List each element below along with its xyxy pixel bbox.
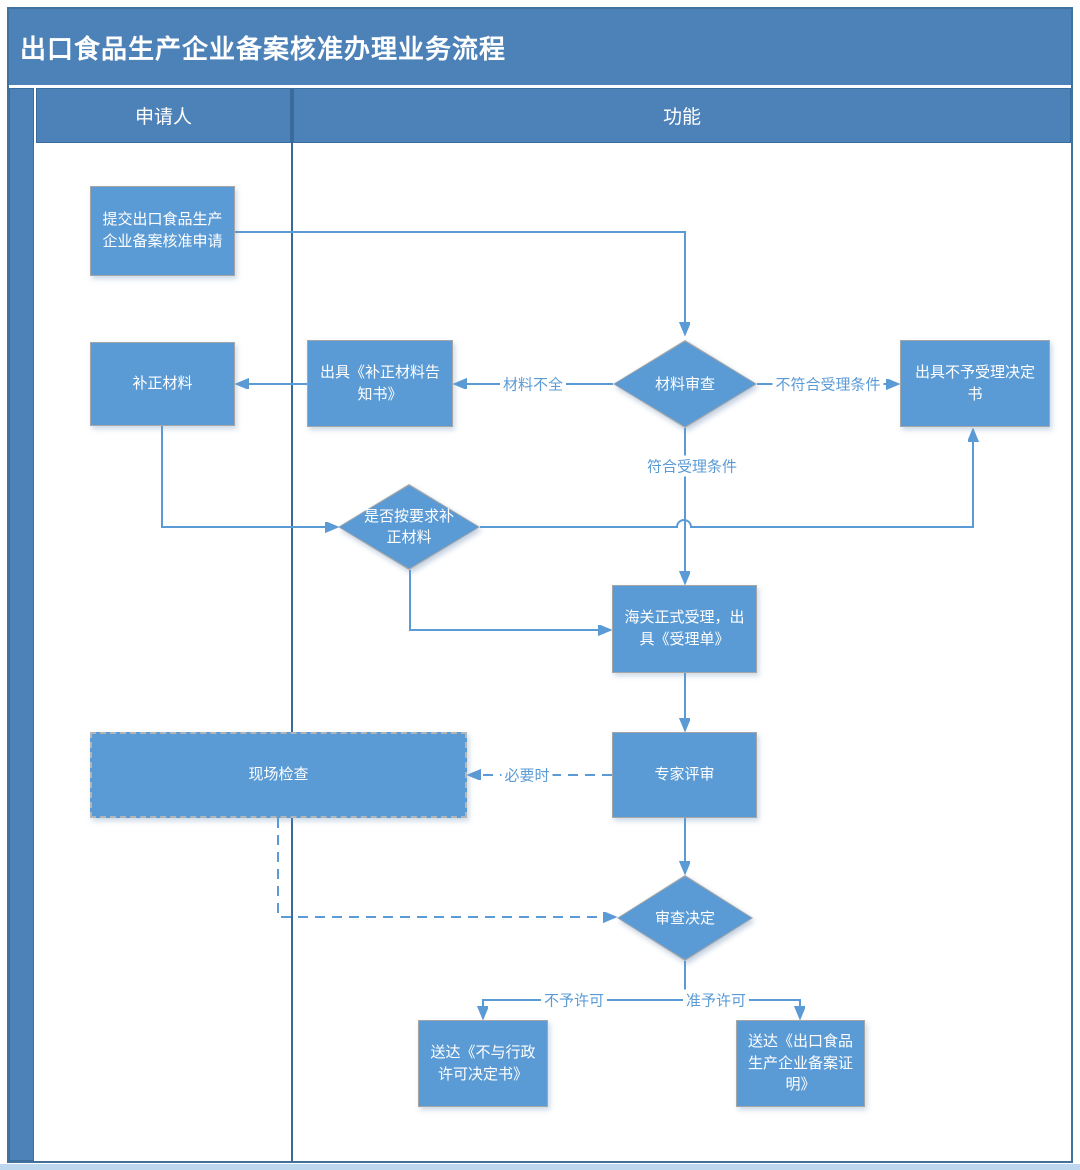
edge-label-not-permitted: 不予许可 bbox=[540, 989, 608, 1011]
node-formal-acceptance-label: 海关正式受理，出具《受理单》 bbox=[624, 609, 745, 648]
lane-divider bbox=[291, 88, 293, 1161]
decision-material-review-label: 材料审查 bbox=[654, 375, 715, 393]
connector-supplement-to-check bbox=[161, 426, 336, 527]
node-deliver-certificate-label: 送达《出口食品生产企业备案证明》 bbox=[747, 1032, 853, 1094]
edge-label-meet-acceptance: 符合受理条件 bbox=[643, 455, 741, 477]
node-expert-review-label: 专家评审 bbox=[654, 766, 715, 784]
edge-label-material-incomplete: 材料不全 bbox=[499, 373, 567, 395]
edge-label-not-meet-acceptance: 不符合受理条件 bbox=[772, 373, 884, 395]
node-deliver-denial-label: 送达《不与行政许可决定书》 bbox=[430, 1043, 536, 1083]
node-formal-acceptance: 海关正式受理，出具《受理单》 bbox=[612, 585, 757, 673]
connector-check-to-acceptance bbox=[409, 570, 609, 630]
diagram-title: 出口食品生产企业备案核准办理业务流程 bbox=[20, 33, 507, 64]
connector-submit-to-material-review bbox=[235, 231, 685, 333]
node-submit-application-label: 提交出口食品生产企业备案核准申请 bbox=[102, 211, 223, 250]
phase-strip bbox=[9, 88, 34, 1161]
decision-review-decision-label: 审查决定 bbox=[654, 909, 715, 927]
lane-header-function: 功能 bbox=[293, 88, 1071, 143]
node-issue-rejection-decision-label: 出具不予受理决定书 bbox=[914, 363, 1035, 403]
node-supplement-material-label: 补正材料 bbox=[132, 375, 193, 393]
edge-label-permitted: 准予许可 bbox=[682, 989, 750, 1011]
node-issue-supplement-notice: 出具《补正材料告知书》 bbox=[307, 340, 453, 427]
node-site-inspection-label: 现场检查 bbox=[248, 766, 309, 784]
node-submit-application: 提交出口食品生产企业备案核准申请 bbox=[90, 186, 235, 276]
node-issue-supplement-notice-label: 出具《补正材料告知书》 bbox=[319, 363, 440, 403]
bottom-strip bbox=[0, 1164, 1080, 1170]
connector-check-to-rejection bbox=[480, 431, 973, 528]
node-deliver-certificate: 送达《出口食品生产企业备案证明》 bbox=[736, 1020, 865, 1107]
lane-header-applicant: 申请人 bbox=[36, 88, 291, 143]
node-site-inspection: 现场检查 bbox=[90, 732, 467, 818]
connector-decision-to-denial bbox=[483, 999, 685, 1017]
edge-label-when-necessary: 必要时 bbox=[501, 764, 553, 786]
node-issue-rejection-decision: 出具不予受理决定书 bbox=[900, 340, 1050, 427]
decision-material-review: 材料审查 bbox=[613, 340, 757, 428]
lane-header-applicant-label: 申请人 bbox=[134, 107, 192, 128]
title-band: 出口食品生产企业备案核准办理业务流程 bbox=[9, 9, 1071, 85]
lane-header-function-label: 功能 bbox=[662, 107, 701, 128]
connector-site-to-decision bbox=[277, 818, 614, 917]
decision-review-decision: 审查决定 bbox=[617, 875, 753, 961]
outer-frame bbox=[7, 7, 1073, 1163]
node-expert-review: 专家评审 bbox=[612, 732, 757, 818]
decision-supplement-as-required-label: 是否按要求补正材料 bbox=[363, 508, 454, 546]
decision-supplement-as-required: 是否按要求补正材料 bbox=[338, 484, 480, 570]
node-supplement-material: 补正材料 bbox=[90, 342, 235, 426]
node-deliver-denial: 送达《不与行政许可决定书》 bbox=[418, 1020, 548, 1107]
